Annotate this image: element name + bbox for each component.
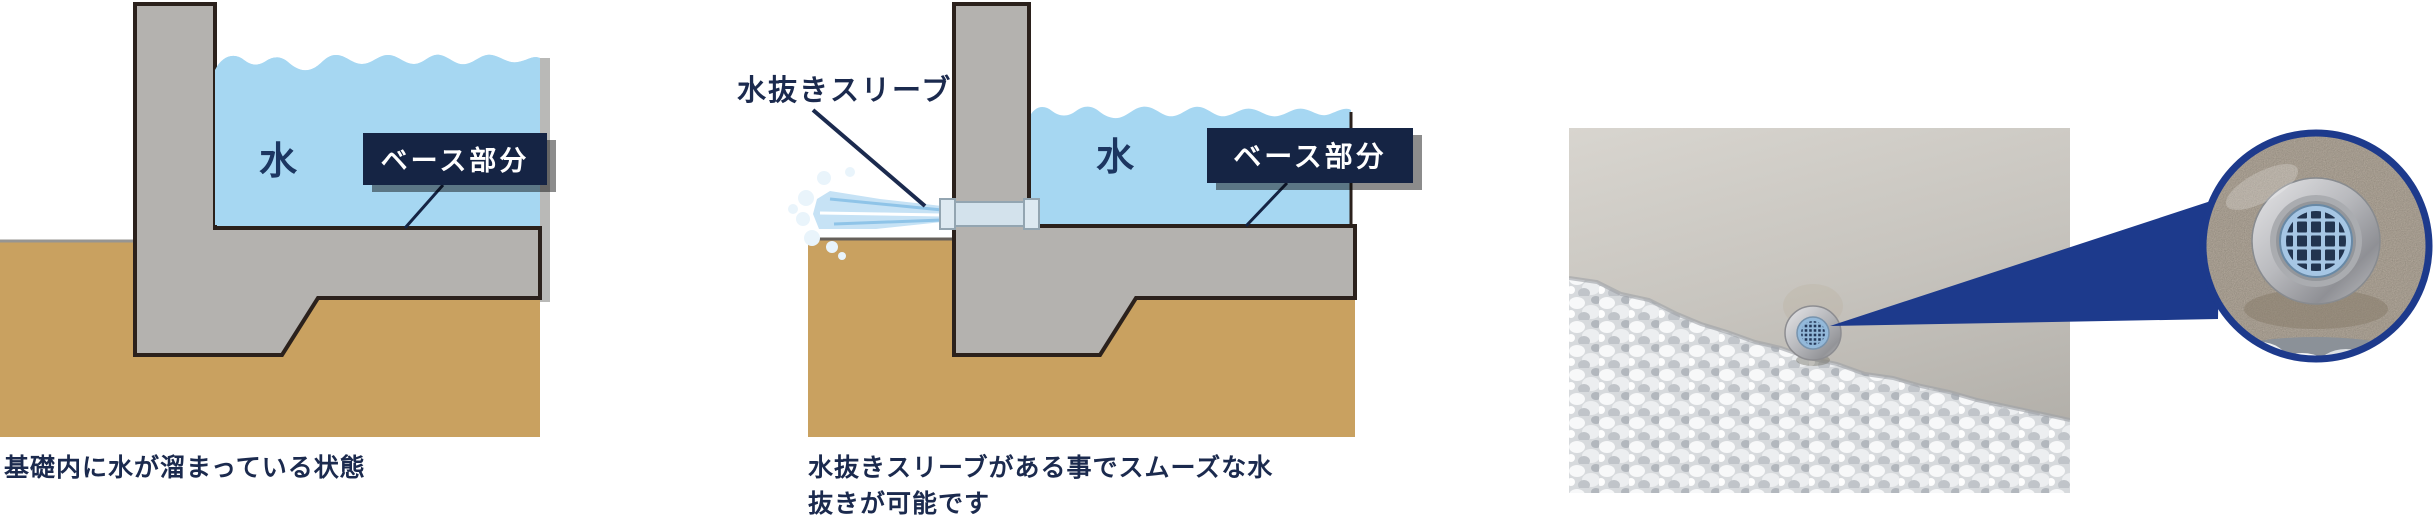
diagram2-caption-line2: 抜きが可能です: [808, 489, 991, 518]
base-leader-line: [1244, 181, 1289, 228]
base-leader-line: [403, 184, 445, 229]
spray-streak: [819, 211, 943, 217]
base-label: ベース部分: [1233, 140, 1387, 173]
base-label-box: [363, 133, 547, 185]
magnifier-wedge: [1830, 198, 2220, 326]
magnifier-callout: [1830, 129, 2433, 363]
diagram-water-trapped: 水 ベース部分: [0, 2, 556, 437]
sleeve-right-cap: [1023, 198, 1040, 230]
drain-small: [1784, 305, 1842, 366]
diagram1-caption: 基礎内に水が溜まっている状態: [4, 453, 366, 482]
soil-section: [808, 240, 1355, 437]
sleeve-leader-line: [811, 108, 927, 208]
concrete-foundation: [952, 2, 1357, 357]
diagram2-caption: 水抜きスリーブがある事でスムーズな水 抜きが可能です: [808, 450, 1273, 522]
water-label: 水: [1096, 135, 1135, 179]
magnifier-ring: [2199, 129, 2433, 363]
spray-streak: [833, 218, 943, 226]
diagram-drain-sleeve: 水 水抜きスリーブ ベース部分: [737, 2, 1422, 437]
sleeve-label: 水抜きスリーブ: [737, 73, 952, 107]
spray-splashes: [788, 167, 855, 260]
base-label: ベース部分: [381, 145, 530, 177]
gravel-slope: [1569, 278, 2070, 493]
base-label-box: [1207, 128, 1413, 183]
spray-streak: [829, 197, 943, 212]
water-label: 水: [259, 139, 298, 183]
photo-overlay: [1569, 276, 2070, 493]
sleeve-left-cap: [939, 198, 956, 230]
diagram2-caption-line1: 水抜きスリーブがある事でスムーズな水: [808, 453, 1274, 482]
